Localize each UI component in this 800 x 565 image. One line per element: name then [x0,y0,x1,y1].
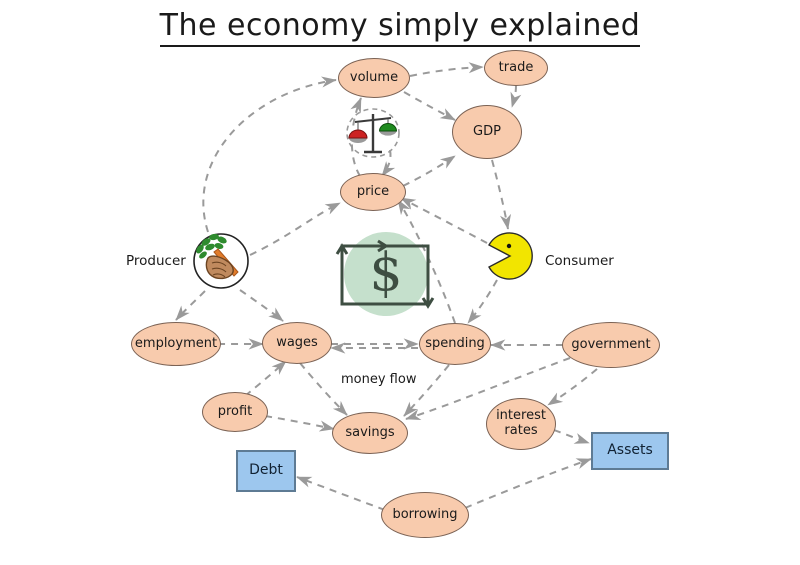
dollar-sign: $ [369,243,402,303]
edge-price-volume [350,97,362,177]
edge-government-interest [547,368,598,406]
edge-trade-gdp [510,84,522,108]
edge-volume-gdp [403,91,456,121]
node-assets-label: Assets [607,442,653,459]
edge-profit-savings [264,415,335,432]
node-wages-label: wages [276,334,318,350]
node-profit[interactable]: profit [202,392,268,432]
node-employment-label: employment [134,335,218,351]
edge-scale-price [381,149,396,177]
node-assets[interactable]: Assets [591,432,669,470]
edge-consumer-spending [467,279,498,324]
node-borrowing-label: borrowing [392,506,458,522]
node-savings[interactable]: savings [332,412,408,454]
edge-wages-savings [299,362,348,416]
node-wages[interactable]: wages [262,322,332,364]
node-gdp-label: GDP [473,123,501,139]
edge-gdp-consumer [491,159,512,230]
node-government[interactable]: government [562,322,660,368]
node-savings-label: savings [345,424,395,440]
node-volume-label: volume [349,69,399,85]
dollar-cycle-icon: $ [328,226,444,326]
node-trade[interactable]: trade [484,50,548,86]
consumer-label: Consumer [545,253,614,269]
hand-holding-carrot-icon [192,232,250,290]
page-title: The economy simply explained [0,8,800,47]
node-borrowing[interactable]: borrowing [381,492,469,538]
edge-consumer-price [400,197,488,244]
node-employment[interactable]: employment [131,322,221,366]
edge-producer-volume [202,76,337,233]
node-profit-label: profit [217,403,253,419]
node-price-label: price [356,183,390,199]
money-flow-label: money flow [341,372,417,387]
node-debt[interactable]: Debt [236,450,296,492]
edge-producer-employment [175,290,206,321]
pacman-icon [487,232,533,280]
node-gdp[interactable]: GDP [452,105,522,159]
node-price[interactable]: price [340,173,406,211]
edge-volume-trade [409,62,484,77]
edge-profit-wages [244,360,287,397]
node-government-label: government [571,336,651,352]
balance-scale-icon [345,108,401,158]
edge-borrowing-assets [464,458,592,509]
node-interest-rates-label-line2: rates [504,423,538,438]
edge-spending-price [397,199,456,324]
edge-price-gdp [402,155,456,187]
node-spending-label: spending [425,335,485,351]
node-trade-label: trade [498,59,534,75]
page-title-text: The economy simply explained [159,8,641,47]
node-volume[interactable]: volume [338,58,410,98]
edge-producer-wages [239,289,284,322]
node-interest-rates-label-line1: interest [496,408,546,424]
node-debt-label: Debt [249,462,283,479]
node-spending[interactable]: spending [419,323,491,365]
edge-spending-savings [403,364,450,417]
edge-producer-price [249,202,341,256]
producer-label: Producer [126,253,186,269]
edge-borrowing-debt [296,476,386,511]
edge-interest-assets [553,429,590,444]
edge-government-savings [405,357,571,420]
node-interest-rates[interactable]: interest rates [486,398,556,450]
